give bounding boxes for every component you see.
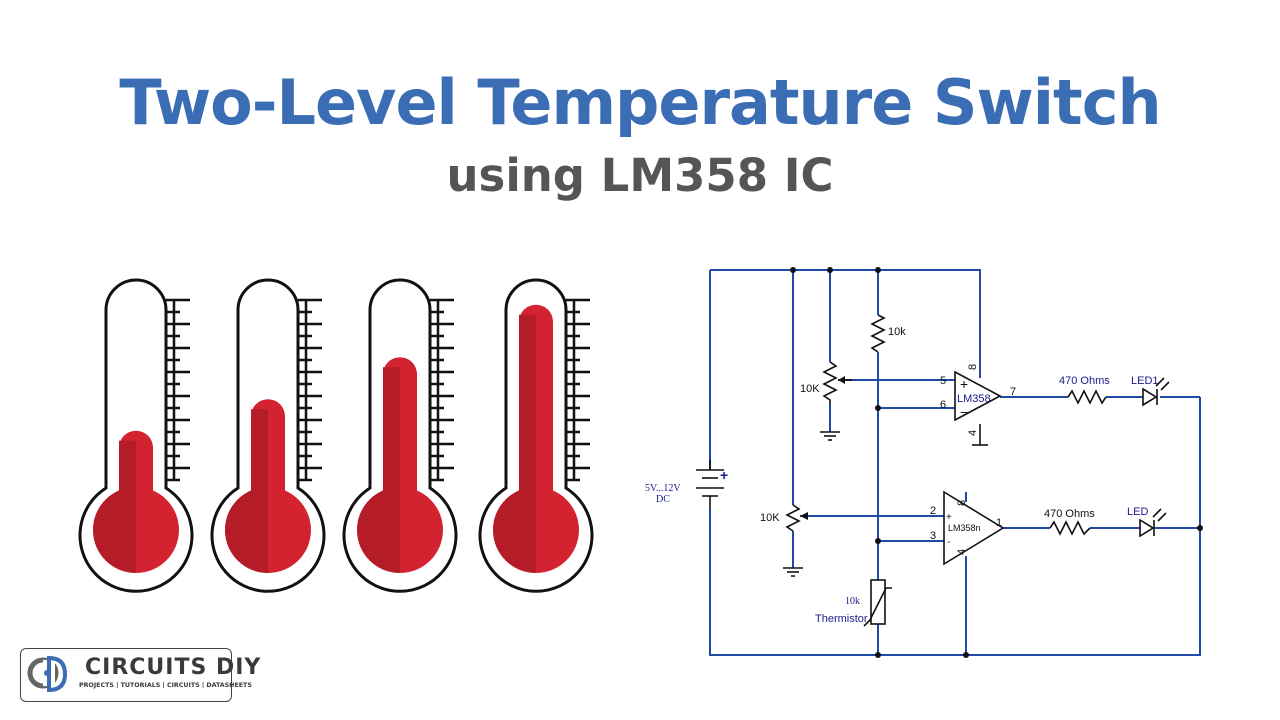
mercury-shade (519, 314, 536, 530)
wires (709, 269, 1201, 656)
opamp2-pin1: 1 (996, 517, 1002, 529)
opamp1-pin8: 8 (967, 364, 979, 370)
resistor-10k-label: 10k (888, 326, 906, 338)
pot2-label: 10K (760, 512, 780, 524)
opamp1-pin4: 4 (967, 430, 979, 436)
opamp2-plus-sign: + (946, 512, 952, 523)
potentiometer-2: 10K (760, 504, 808, 577)
page-subtitle: using LM358 IC (446, 149, 834, 202)
thermometer (342, 278, 458, 593)
thermistor: 10k Thermistor (815, 579, 892, 627)
opamp1-plus-sign: + (960, 376, 968, 392)
logo-brand-text: CIRCUITS DIY (85, 655, 262, 680)
resistor1-label: 470 Ohms (1059, 375, 1110, 387)
led-1: LED1 (1131, 375, 1170, 407)
mercury-bulb-shade (93, 487, 136, 573)
opamp2-pin3: 3 (930, 530, 936, 542)
mercury-bulb-shade (225, 487, 268, 573)
thermistor-label: Thermistor (815, 613, 868, 625)
page-title: Two-Level Temperature Switch (119, 66, 1161, 139)
mercury-bulb-shade (493, 487, 536, 573)
thermometer (478, 278, 594, 593)
led-2: LED (1127, 506, 1167, 538)
resistor-10k: 10k (870, 314, 906, 353)
opamp-2: LM358n + - 2 3 1 8 4 (930, 490, 1005, 566)
led2-label: LED (1127, 506, 1148, 518)
opamp1-pin5: 5 (940, 375, 946, 387)
resistor-470-2: 470 Ohms (1044, 508, 1095, 536)
logo-cd-icon (27, 655, 68, 693)
opamp-1: LM358 + − 5 6 7 8 4 (940, 364, 1016, 446)
thermometer-illustration (78, 278, 594, 593)
opamp2-pin8: 8 (956, 500, 968, 506)
battery-symbol: + 5V...12V DC (645, 460, 728, 508)
led1-label: LED1 (1131, 375, 1159, 387)
opamp1-pin6: 6 (940, 399, 946, 411)
opamp2-pin4: 4 (956, 549, 968, 555)
logo-tagline: PROJECTS | TUTORIALS | CIRCUITS | DATASH… (79, 682, 252, 689)
supply-voltage-label: 5V...12V (645, 483, 681, 494)
thermistor-value: 10k (845, 596, 860, 607)
pot1-label: 10K (800, 383, 820, 395)
circuits-diy-logo[interactable]: CIRCUITS DIY PROJECTS | TUTORIALS | CIRC… (20, 648, 260, 702)
opamp1-name: LM358 (957, 393, 991, 405)
junction-dots (790, 267, 1203, 658)
opamp2-name: LM358n (948, 523, 981, 533)
thermometer (210, 278, 326, 593)
battery-plus-label: + (720, 467, 728, 483)
opamp1-pin7: 7 (1010, 386, 1016, 398)
resistor-470-1: 470 Ohms (1059, 375, 1110, 405)
potentiometer-1: 10K (800, 361, 852, 441)
supply-type-label: DC (656, 494, 670, 505)
thermometer (78, 278, 194, 593)
opamp1-minus-sign: − (960, 404, 968, 420)
mercury-bulb-shade (357, 487, 400, 573)
resistor2-label: 470 Ohms (1044, 508, 1095, 520)
opamp2-pin2: 2 (930, 505, 936, 517)
opamp2-minus-sign: - (947, 537, 950, 548)
